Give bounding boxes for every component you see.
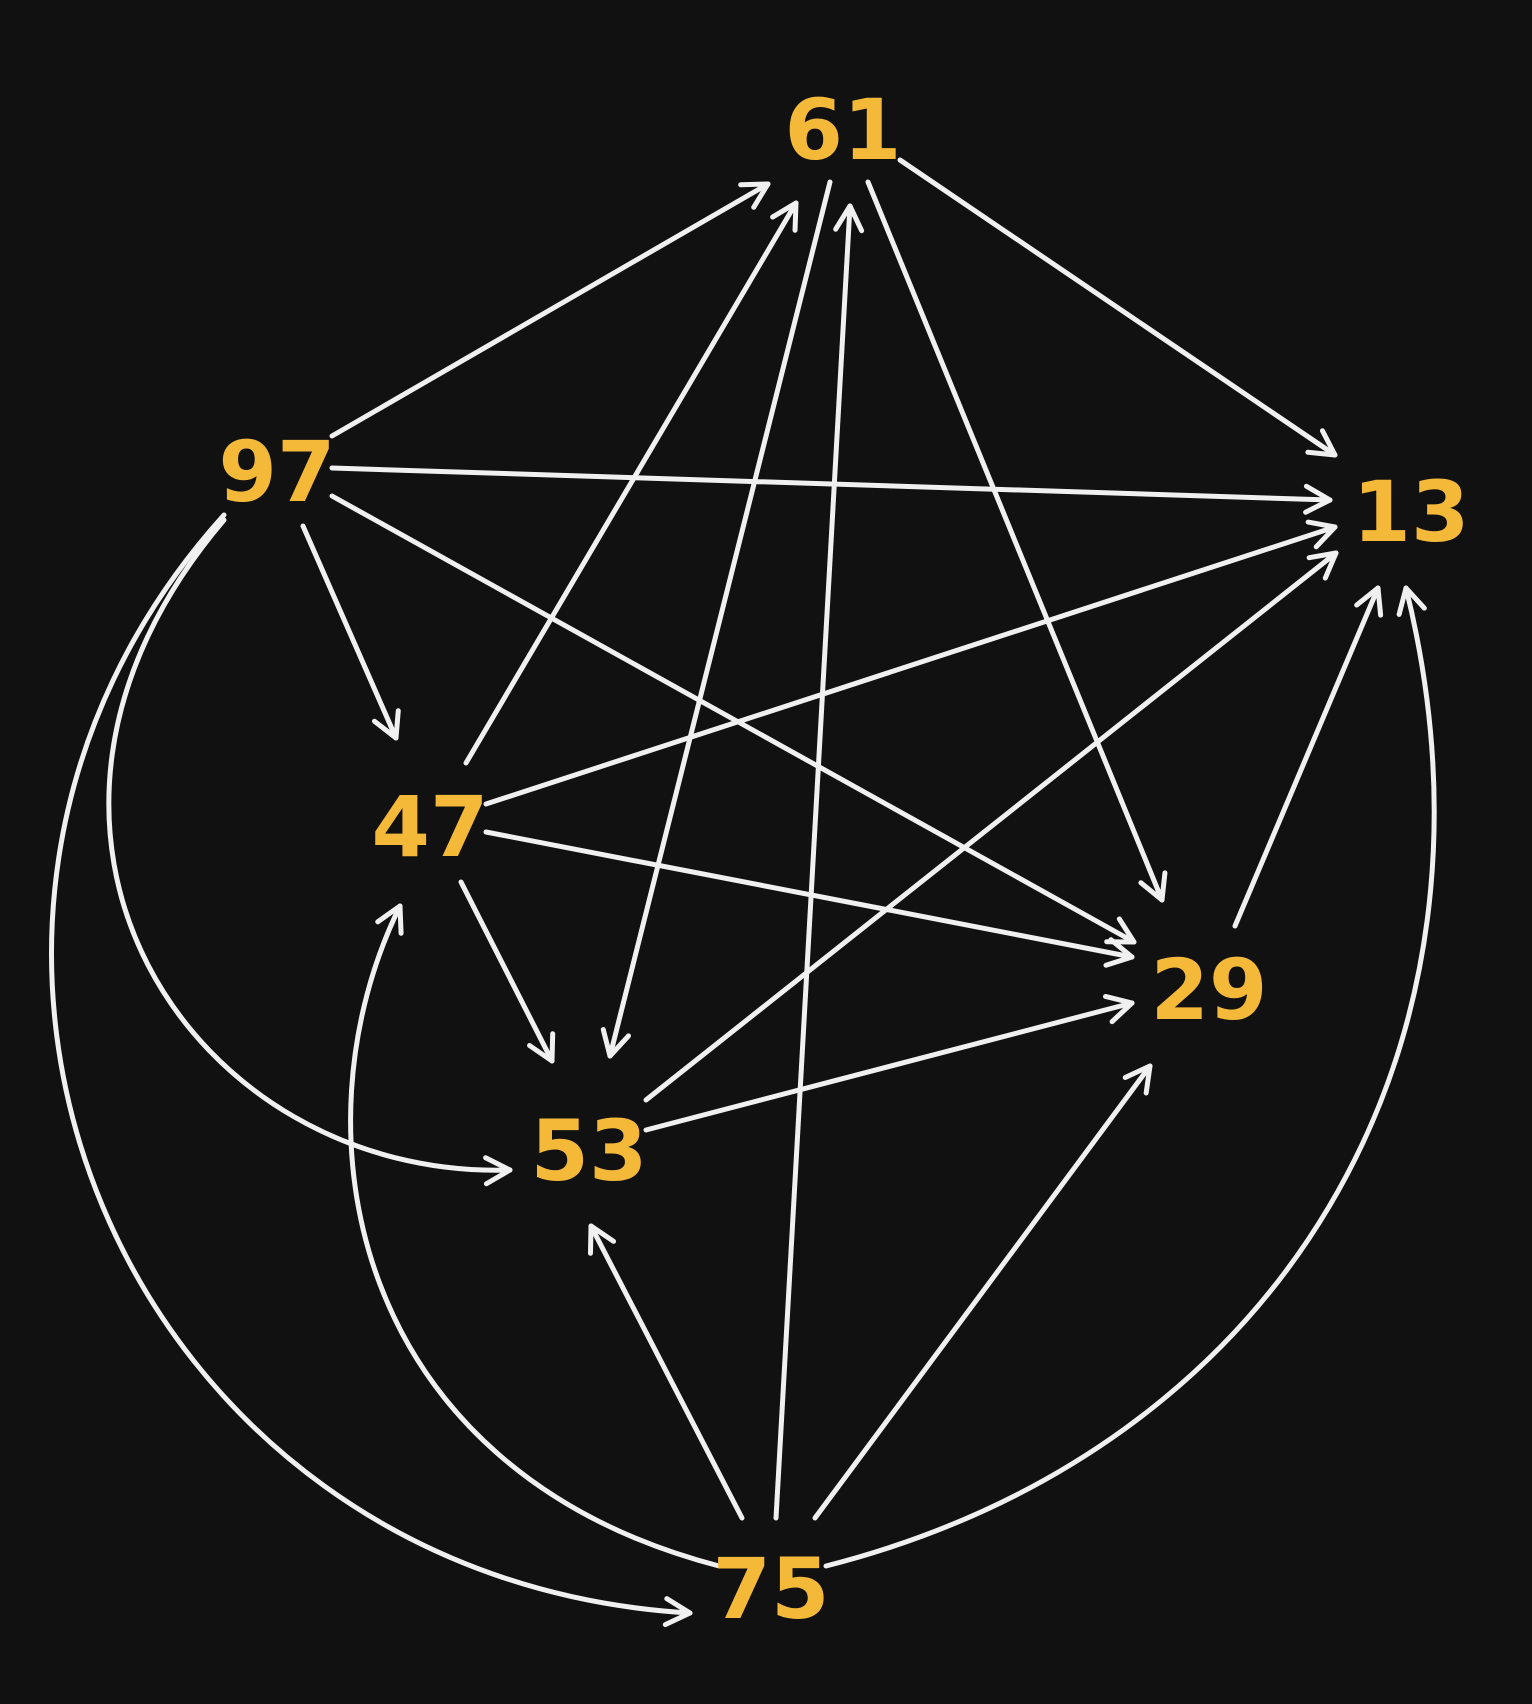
- edge-97-to-53: [106, 517, 513, 1187]
- edge-line: [49, 512, 693, 1616]
- arrowhead-icon: [1305, 428, 1338, 458]
- edge-75-to-61: [773, 203, 865, 1521]
- arrowhead-icon: [1102, 993, 1135, 1025]
- nodes-layer: 61 97 13 47 29 53 75: [219, 81, 1470, 1638]
- arrowhead-icon: [738, 181, 771, 210]
- edge-line: [329, 465, 1333, 503]
- arrowhead-icon: [1303, 483, 1333, 515]
- node-47: 47: [372, 778, 489, 876]
- edges-layer: [49, 157, 1437, 1628]
- edge-47-to-13: [483, 519, 1338, 807]
- edge-53-to-29: [643, 993, 1135, 1133]
- arrowhead-icon: [662, 1596, 693, 1628]
- edge-line: [106, 517, 513, 1173]
- arrowhead-icon: [587, 1223, 617, 1256]
- node-29: 29: [1151, 941, 1268, 1039]
- node-97: 97: [219, 423, 336, 521]
- edge-47-to-61: [463, 200, 799, 766]
- arrowhead-icon: [833, 203, 865, 234]
- edge-line: [463, 200, 799, 766]
- arrowhead-icon: [1305, 519, 1338, 550]
- arrowhead-icon: [1306, 550, 1339, 581]
- node-53: 53: [531, 1102, 648, 1200]
- edge-line: [812, 1063, 1153, 1521]
- edge-line: [329, 181, 771, 439]
- edge-75-to-53: [587, 1223, 745, 1521]
- arrowhead-icon: [371, 708, 401, 741]
- edge-line: [607, 179, 833, 1059]
- arrowhead-icon: [1354, 585, 1384, 618]
- edge-53-to-13: [643, 550, 1339, 1103]
- arrowhead-icon: [483, 1155, 513, 1187]
- node-13: 13: [1353, 463, 1470, 561]
- arrowhead-icon: [375, 903, 404, 936]
- edge-line: [897, 157, 1338, 458]
- edge-61-to-53: [600, 179, 833, 1059]
- edge-97-to-61: [329, 181, 771, 439]
- arrowhead-icon: [1122, 1063, 1153, 1096]
- node-61: 61: [785, 81, 902, 179]
- edge-line: [643, 550, 1339, 1103]
- edge-line: [348, 903, 722, 1569]
- edge-line: [483, 524, 1338, 807]
- edge-75-to-29: [812, 1063, 1153, 1521]
- edge-line: [1232, 585, 1381, 929]
- edge-line: [643, 1000, 1135, 1133]
- edge-29-to-13: [1232, 585, 1384, 929]
- node-75: 75: [713, 1540, 830, 1638]
- arrowhead-icon: [1396, 585, 1427, 617]
- edge-47-to-53: [458, 879, 556, 1064]
- edge-75-to-13: [823, 585, 1437, 1569]
- edge-line: [458, 879, 555, 1064]
- arrowhead-icon: [1138, 870, 1168, 903]
- edge-97-to-47: [300, 523, 401, 741]
- arrowhead-icon: [1103, 937, 1135, 968]
- edge-line: [300, 523, 399, 741]
- edge-75-to-47: [348, 903, 722, 1569]
- edge-97-to-13: [329, 465, 1333, 515]
- edge-61-to-29: [865, 179, 1168, 903]
- edge-line: [329, 493, 1137, 945]
- edge-61-to-13: [897, 157, 1338, 458]
- edge-97-to-75: [49, 512, 693, 1628]
- arrowhead-icon: [600, 1027, 631, 1059]
- edge-line: [773, 203, 853, 1521]
- edge-line: [865, 179, 1165, 903]
- edge-line: [823, 585, 1437, 1569]
- edge-line: [588, 1223, 745, 1521]
- arrowhead-icon: [527, 1031, 556, 1064]
- arrowhead-icon: [770, 200, 799, 233]
